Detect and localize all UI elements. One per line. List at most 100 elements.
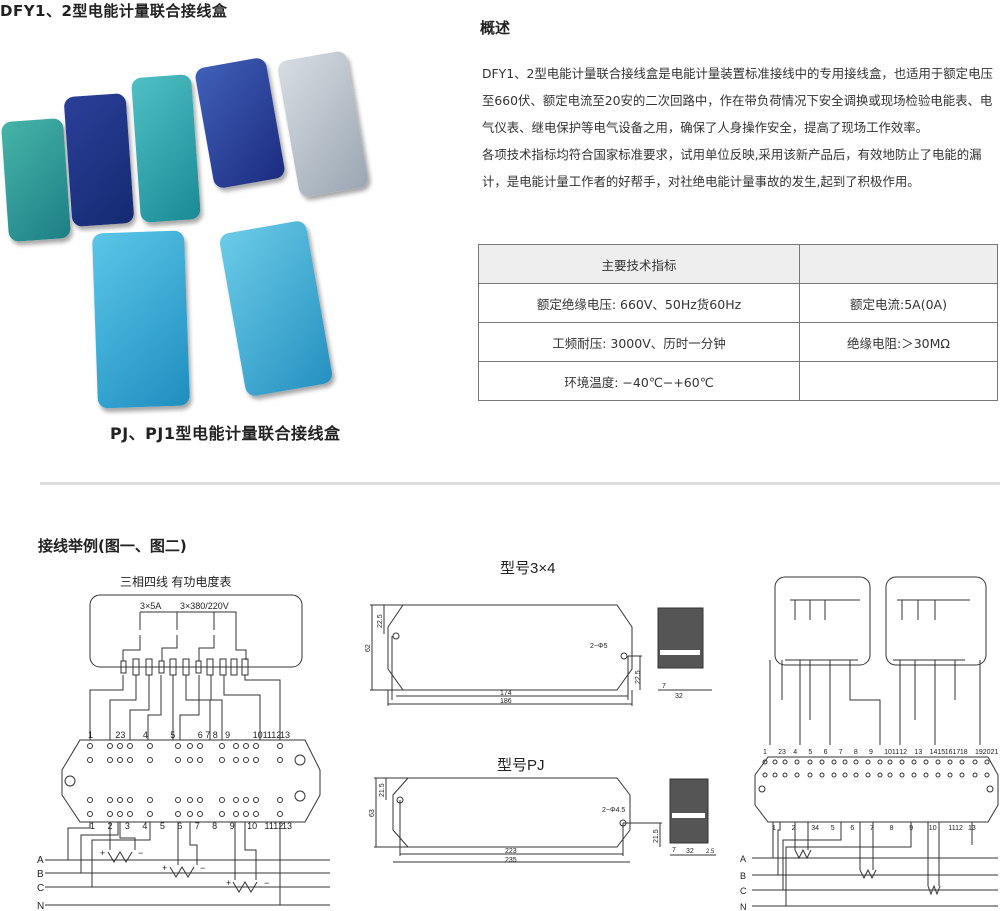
terminal-screw — [984, 759, 990, 765]
meter-title: 三相四线 有功电度表 — [120, 574, 231, 589]
meter-current: 3×5A — [140, 601, 161, 611]
terminal-screw — [107, 811, 113, 817]
terminal-screw — [947, 772, 953, 778]
phase-label-c: C — [37, 883, 44, 894]
terminal-screw — [127, 757, 133, 763]
table-cell: 环境温度: −40℃−+60℃ — [478, 361, 800, 401]
terminal-number: 9 — [225, 730, 230, 740]
model-title: 型号PJ — [497, 757, 545, 774]
terminal-number: 1415 — [930, 749, 946, 756]
dim-hole: 2−Φ5 — [590, 643, 608, 650]
terminal-screw — [877, 772, 883, 778]
terminal-screw — [127, 797, 133, 803]
overview-heading: 概述 — [480, 19, 511, 37]
plus-sign: + — [226, 878, 231, 888]
terminal-screw — [219, 757, 225, 763]
dim-depth: 32 — [675, 693, 683, 700]
terminal-screw — [253, 797, 259, 803]
overview-paragraph: 各项技术指标均符合国家标准要求，试用单位反映,采用该新产品后，有效地防止了电能的… — [482, 147, 982, 189]
terminal-screw — [762, 759, 768, 765]
terminal-screw — [831, 772, 837, 778]
terminal-screw — [865, 759, 871, 765]
terminal-number: 6 — [824, 749, 828, 756]
terminal-number: 5 — [170, 730, 175, 740]
spec-table: 主要技术指标 额定绝缘电压: 660V、50Hz货60Hz 额定电流:5A(0A… — [478, 244, 998, 401]
terminal-number: 1112 — [265, 821, 284, 831]
terminal-number: 1 — [90, 821, 95, 831]
terminal-number: 5 — [160, 821, 165, 831]
terminal-number: 7 — [839, 749, 843, 756]
dim-inner-length: 174 — [500, 690, 512, 697]
dim-hole: 2−Φ4.5 — [602, 807, 625, 814]
minus-sign: − — [264, 878, 269, 888]
terminal-screw — [819, 772, 825, 778]
terminal-number: 7 — [195, 821, 200, 831]
side-view — [669, 778, 709, 844]
terminal-number: 9 — [869, 749, 873, 756]
terminal-number: 12 — [899, 749, 907, 756]
terminal-screw — [853, 759, 859, 765]
terminal-number: 1 — [88, 730, 93, 740]
dimension-drawing-pj: 型号PJ 63 21.5 21.5 2−Φ4.5 223 235 7 32 2.… — [369, 757, 716, 864]
phase-label-a: A — [740, 854, 746, 864]
terminal-number: 10 — [247, 821, 257, 831]
terminal-screw — [253, 811, 259, 817]
terminal-screw — [147, 811, 153, 817]
terminal-number: 5 — [808, 749, 812, 756]
terminal-screw — [243, 797, 249, 803]
terminal-screw — [899, 759, 905, 765]
terminal-screw — [277, 797, 283, 803]
terminal-screw — [782, 772, 788, 778]
terminal-screw — [794, 772, 800, 778]
terminal-screw — [972, 759, 978, 765]
terminal-screw — [959, 759, 965, 765]
product-title-dfy: DFY1、2型电能计量联合接线盒 — [0, 2, 228, 20]
terminal-screw — [117, 743, 123, 749]
terminal-screw — [865, 772, 871, 778]
terminal-screw — [107, 743, 113, 749]
dim-side-small: 7 — [672, 847, 676, 854]
terminal-number: 6 — [177, 821, 182, 831]
terminal-number: 1617 — [945, 749, 961, 756]
terminal-screw — [187, 743, 193, 749]
terminal-number: 23 — [115, 730, 125, 740]
terminal-screw — [219, 811, 225, 817]
terminal-number: 13 — [914, 749, 922, 756]
terminal-screw — [972, 772, 978, 778]
terminal-screw — [899, 772, 905, 778]
terminal-screw — [233, 757, 239, 763]
side-view — [657, 607, 704, 669]
terminal-screw — [233, 811, 239, 817]
terminal-number: 101112 — [253, 730, 282, 740]
terminal-screw — [243, 757, 249, 763]
terminal-number: 6 7 8 — [198, 730, 218, 740]
minus-sign: − — [138, 848, 143, 858]
dimension-drawing-3x4: 型号3×4 62 22.5 22.5 2−Φ5 174 186 7 32 — [365, 560, 712, 706]
terminal-screw — [807, 772, 813, 778]
terminal-screw — [782, 759, 788, 765]
terminal-screw — [147, 797, 153, 803]
terminal-number: 18 — [960, 749, 968, 756]
product-caption-pj: PJ、PJ1型电能计量联合接线盒 — [110, 424, 341, 443]
terminal-screw — [197, 797, 203, 803]
terminal-screw — [107, 757, 113, 763]
phase-label-a: A — [37, 855, 44, 866]
terminal-screw — [87, 797, 93, 803]
dim-offset-top: 21.5 — [379, 783, 386, 797]
terminal-screw — [197, 743, 203, 749]
terminal-screw — [877, 759, 883, 765]
terminal-screw — [935, 772, 941, 778]
terminal-screw — [243, 811, 249, 817]
terminal-screw — [197, 757, 203, 763]
dim-height: 62 — [365, 644, 372, 652]
terminal-number: 23 — [778, 749, 786, 756]
phase-label-b: B — [740, 871, 746, 881]
dim-side-small: 7 — [662, 683, 666, 690]
terminal-number: 192021 — [975, 749, 998, 756]
meter-voltage: 3×380/220V — [180, 601, 229, 611]
terminal-screw — [233, 797, 239, 803]
dim-outer-length: 186 — [500, 698, 512, 705]
